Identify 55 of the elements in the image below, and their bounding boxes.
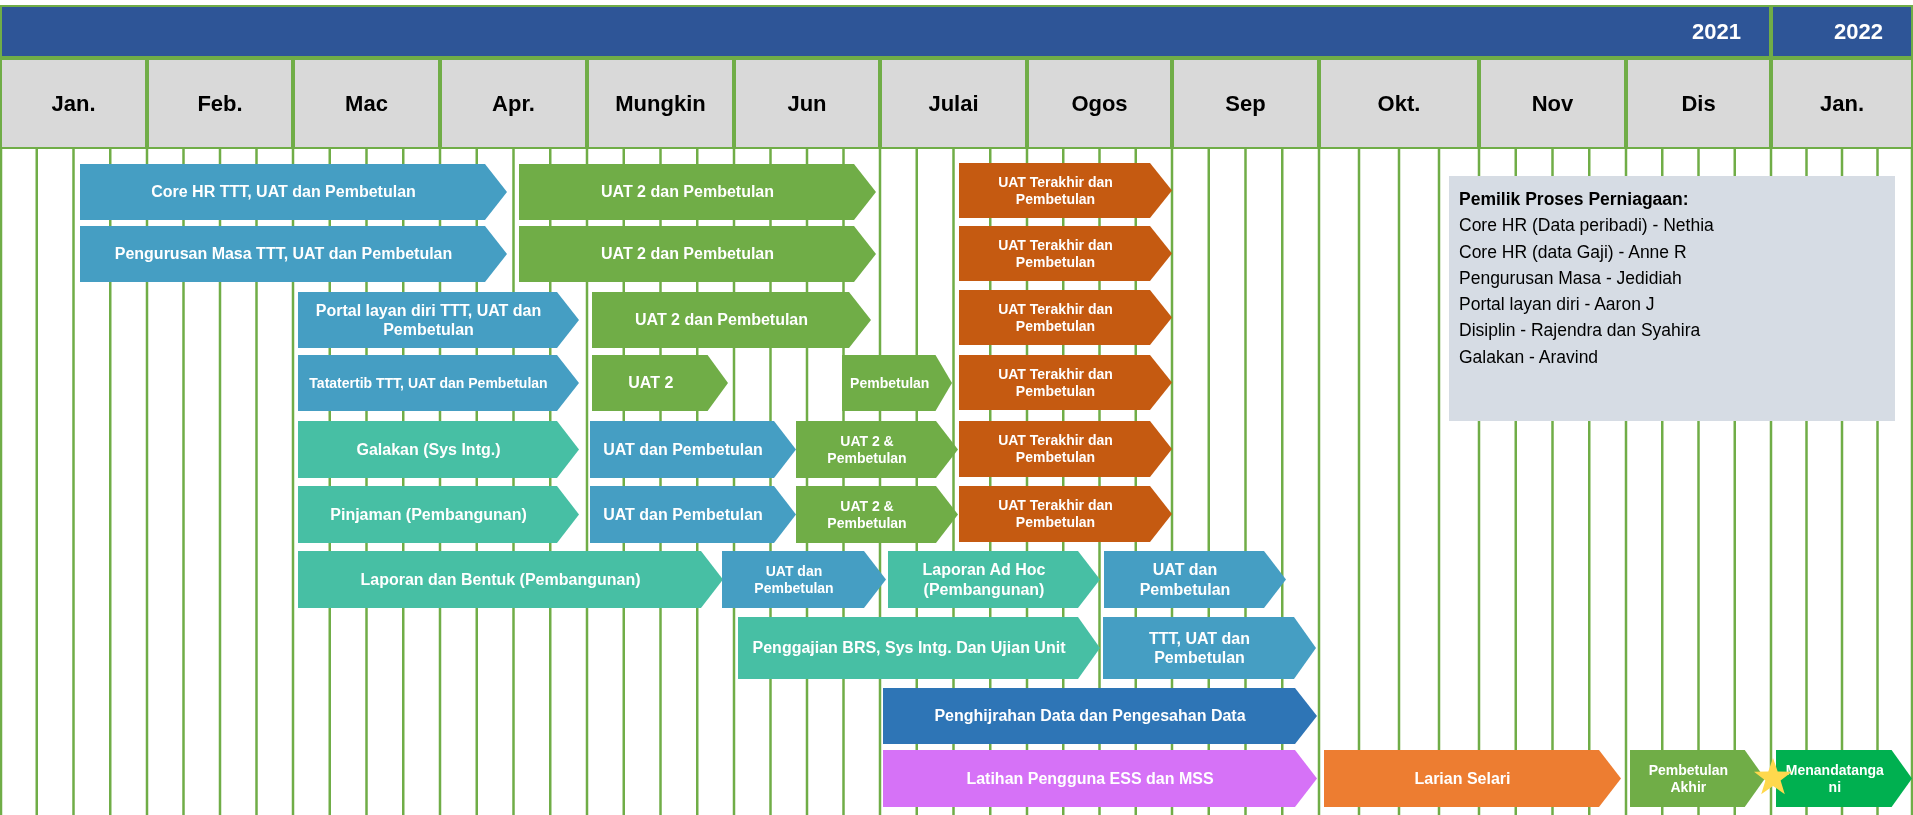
task-chevron: UAT 2 dan Pembetulan xyxy=(519,164,876,220)
year-header-band: 2022 xyxy=(1771,5,1913,58)
task-chevron: Latihan Pengguna ESS dan MSS xyxy=(883,750,1317,807)
task-chevron: Pembetulan Akhir xyxy=(1630,750,1765,807)
owner-line: Disiplin - Rajendra dan Syahira xyxy=(1459,319,1702,343)
task-chevron: UAT Terakhir dan Pembetulan xyxy=(959,355,1172,410)
task-chevron: UAT 2 dan Pembetulan xyxy=(592,292,871,348)
task-chevron: UAT 2 dan Pembetulan xyxy=(519,226,876,282)
month-header: Dis xyxy=(1626,58,1771,149)
month-header: Feb. xyxy=(147,58,293,149)
task-chevron: Portal layan diri TTT, UAT dan Pembetulan xyxy=(298,292,579,348)
month-header: Nov xyxy=(1479,58,1626,149)
task-chevron: UAT dan Pembetulan xyxy=(1104,551,1286,608)
task-chevron: Galakan (Sys Intg.) xyxy=(298,421,579,478)
task-chevron: UAT 2 & Pembetulan xyxy=(796,421,958,478)
task-chevron: Larian Selari xyxy=(1324,750,1621,807)
month-header: Mac xyxy=(293,58,440,149)
task-chevron: UAT Terakhir dan Pembetulan xyxy=(959,421,1172,477)
year-header-band: 2021 xyxy=(0,5,1771,58)
task-chevron: UAT Terakhir dan Pembetulan xyxy=(959,163,1172,218)
month-header: Mungkin xyxy=(587,58,734,149)
owners-panel xyxy=(1449,176,1895,421)
month-header: Jun xyxy=(734,58,880,149)
month-header: Apr. xyxy=(440,58,587,149)
task-chevron: Pengurusan Masa TTT, UAT dan Pembetulan xyxy=(80,226,507,282)
month-header: Julai xyxy=(880,58,1027,149)
task-chevron: UAT Terakhir dan Pembetulan xyxy=(959,226,1172,281)
task-chevron: UAT dan Pembetulan xyxy=(590,486,796,543)
task-chevron: Pembetulan xyxy=(842,355,952,411)
panel-heading: Pemilik Proses Perniagaan: xyxy=(1459,188,1690,211)
task-chevron: UAT 2 & Pembetulan xyxy=(796,486,958,543)
task-chevron: UAT Terakhir dan Pembetulan xyxy=(959,290,1172,345)
owner-line: Portal layan diri - Aaron J xyxy=(1459,293,1656,316)
month-header: Okt. xyxy=(1319,58,1479,149)
task-chevron: UAT Terakhir dan Pembetulan xyxy=(959,486,1172,542)
owner-line: Core HR (data Gaji) - Anne R xyxy=(1459,240,1688,264)
task-chevron: UAT 2 xyxy=(592,355,728,411)
task-chevron: Menandatangani xyxy=(1776,750,1912,807)
task-chevron: TTT, UAT dan Pembetulan xyxy=(1103,617,1316,679)
task-chevron: Pinjaman (Pembangunan) xyxy=(298,486,579,543)
task-chevron: Core HR TTT, UAT dan Pembetulan xyxy=(80,164,507,220)
month-header: Sep xyxy=(1172,58,1319,149)
month-header: Ogos xyxy=(1027,58,1172,149)
owner-line: Galakan - Aravind xyxy=(1459,345,1600,369)
task-chevron: UAT dan Pembetulan xyxy=(590,421,796,478)
month-header: Jan. xyxy=(1771,58,1913,149)
task-chevron: Penggajian BRS, Sys Intg. Dan Ujian Unit xyxy=(738,617,1100,679)
task-chevron: Tatatertib TTT, UAT dan Pembetulan xyxy=(298,355,579,411)
owner-line: Core HR (Data peribadi) - Nethia xyxy=(1459,214,1715,238)
task-chevron: Penghijrahan Data dan Pengesahan Data xyxy=(883,688,1317,744)
task-chevron: Laporan dan Bentuk (Pembangunan) xyxy=(298,551,723,608)
task-chevron: Laporan Ad Hoc (Pembangunan) xyxy=(888,551,1100,608)
task-chevron: UAT dan Pembetulan xyxy=(722,551,886,608)
month-header: Jan. xyxy=(0,58,147,149)
owner-line: Pengurusan Masa - Jedidiah xyxy=(1459,266,1683,290)
